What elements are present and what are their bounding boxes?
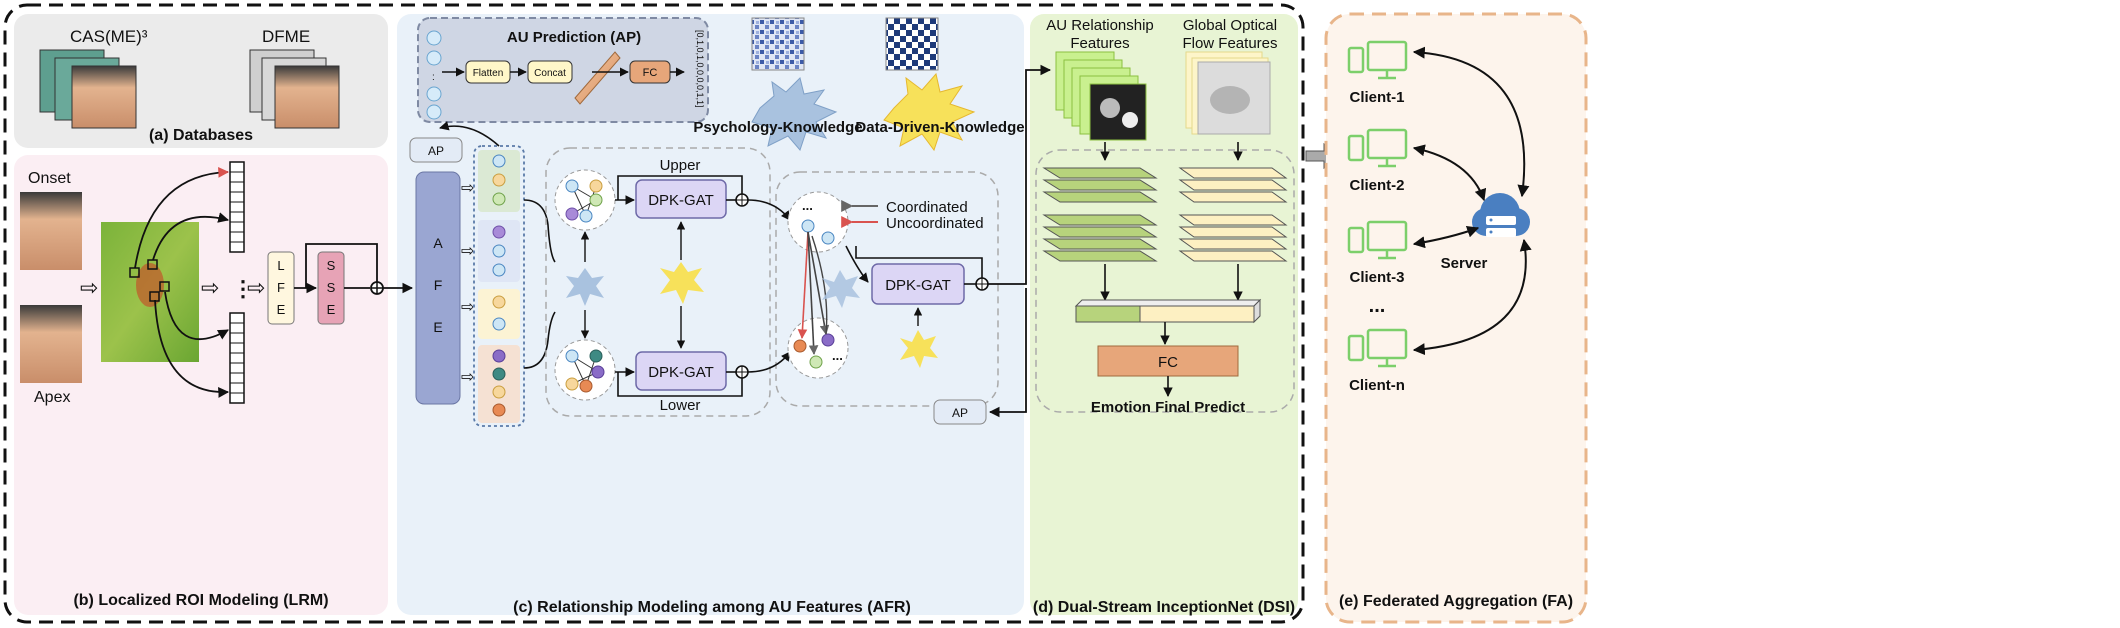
apex-face (20, 305, 82, 383)
svg-text:Flatten: Flatten (473, 68, 504, 79)
svg-text:⇨: ⇨ (461, 369, 474, 386)
panel-lrm: Onset Apex ⇨ ⋮ ⇨ ⇨ (14, 155, 388, 615)
client-2-icon (1347, 128, 1408, 168)
dpk-gat-lower (635, 351, 727, 391)
svg-text:E: E (277, 302, 286, 317)
flow-inception-stream (1178, 167, 1288, 262)
binary-output: [0,1,0,1,0,0,0,0,1,1] (695, 30, 705, 108)
svg-text:Client-3: Client-3 (1349, 269, 1404, 286)
panel-databases: CAS(ME)³ DFME (a) Databases (14, 14, 388, 148)
db2-label: DFME (262, 27, 310, 46)
svg-text:E: E (327, 302, 336, 317)
concat-feature-right (1139, 305, 1255, 323)
svg-text:Features: Features (1070, 35, 1129, 52)
ap-box-top (409, 137, 463, 163)
panel-e-caption: (e) Federated Aggregation (FA) (1339, 593, 1573, 610)
svg-text::: : (432, 72, 435, 83)
emotion-predict-label: Emotion Final Predict (1091, 399, 1245, 416)
svg-text:S: S (327, 258, 336, 273)
svg-text:E: E (433, 319, 442, 335)
au-inception-stream (1042, 167, 1158, 262)
panel-d-caption: (d) Dual-Stream InceptionNet (DSI) (1033, 599, 1295, 616)
svg-text:⇨: ⇨ (461, 243, 474, 260)
svg-text:AP: AP (952, 406, 968, 420)
svg-text:...: ... (802, 198, 813, 213)
optical-flow-stack (1185, 51, 1271, 135)
dsi-dashed-region (1035, 149, 1295, 413)
svg-text:AP: AP (428, 144, 444, 158)
svg-text:AU Relationship: AU Relationship (1046, 17, 1154, 34)
concat-block (527, 60, 573, 84)
svg-text:L: L (277, 258, 284, 273)
dpk-gat-upper (635, 179, 727, 219)
roi-ellipsis: ⋮ (232, 276, 254, 301)
svg-text:FC: FC (1158, 354, 1178, 371)
svg-text:⇨: ⇨ (461, 180, 474, 197)
roi-feature-stack-top (229, 161, 245, 253)
server-icon (1472, 193, 1530, 237)
panel-fa: Client-1 Client-2 Client-3 ... Client-n (1305, 12, 1588, 624)
server-label: Server (1441, 255, 1488, 272)
svg-text:Concat: Concat (534, 68, 566, 79)
svg-text:...: ... (832, 348, 843, 363)
psychology-label: Psychology-Knowledge (693, 119, 862, 136)
merged-graph-top (787, 191, 849, 253)
au-relationship-stack (1055, 51, 1147, 141)
svg-text:⇨: ⇨ (247, 275, 265, 300)
svg-text:DPK-GAT: DPK-GAT (648, 364, 714, 381)
onset-face (20, 192, 82, 270)
svg-text:S: S (327, 280, 336, 295)
afe-block (415, 171, 461, 405)
ap-title: AU Prediction (AP) (507, 29, 641, 46)
panel-afr: AU Prediction (AP) : Flatten Concat FC [… (383, 14, 1025, 616)
au-map-blue (751, 17, 805, 71)
au-map-dark (885, 17, 939, 71)
apex-label: Apex (34, 389, 70, 406)
upper-label: Upper (660, 157, 701, 174)
panel-a-caption: (a) Databases (149, 127, 253, 144)
db1-label: CAS(ME)³ (70, 27, 148, 46)
ap-box-bottom (933, 399, 987, 425)
svg-text:FC: FC (643, 67, 658, 79)
data-driven-star (883, 72, 976, 152)
client-n-icon (1347, 328, 1408, 368)
uncoordinated-label: Uncoordinated (886, 215, 984, 232)
coordinated-label: Coordinated (886, 199, 968, 216)
svg-text:⇨: ⇨ (80, 275, 98, 300)
onset-label: Onset (28, 170, 71, 187)
concat-feature-left (1075, 305, 1141, 323)
main-frame (3, 3, 1305, 624)
svg-text:A: A (433, 235, 443, 251)
roi-feature-stack-bottom (229, 312, 245, 404)
svg-text:F: F (277, 280, 285, 295)
svg-text:Client-1: Client-1 (1349, 89, 1404, 106)
svg-text:⇨: ⇨ (461, 299, 474, 316)
svg-text:DPK-GAT: DPK-GAT (648, 192, 714, 209)
panel-b-caption: (b) Localized ROI Modeling (LRM) (73, 592, 328, 609)
client-1-icon (1347, 40, 1408, 80)
panel-dsi: AU Relationship Features Global Optical … (933, 14, 1298, 616)
upper-lower-region (545, 147, 771, 417)
svg-text:Global Optical: Global Optical (1183, 17, 1277, 34)
data-driven-label: Data-Driven-Knowledge (855, 119, 1024, 136)
panel-c-caption: (c) Relationship Modeling among AU Featu… (513, 599, 911, 616)
svg-text:DPK-GAT: DPK-GAT (885, 277, 951, 294)
svg-text:F: F (434, 277, 443, 293)
svg-text:⇨: ⇨ (201, 275, 219, 300)
client-3-icon (1347, 220, 1408, 260)
svg-text:Flow Features: Flow Features (1182, 35, 1277, 52)
merge-region (775, 171, 999, 407)
clients-ellipsis: ... (1369, 295, 1386, 317)
svg-text:Client-2: Client-2 (1349, 177, 1404, 194)
psychology-star (751, 77, 838, 151)
svg-text:Client-n: Client-n (1349, 377, 1405, 394)
lower-label: Lower (660, 397, 701, 414)
